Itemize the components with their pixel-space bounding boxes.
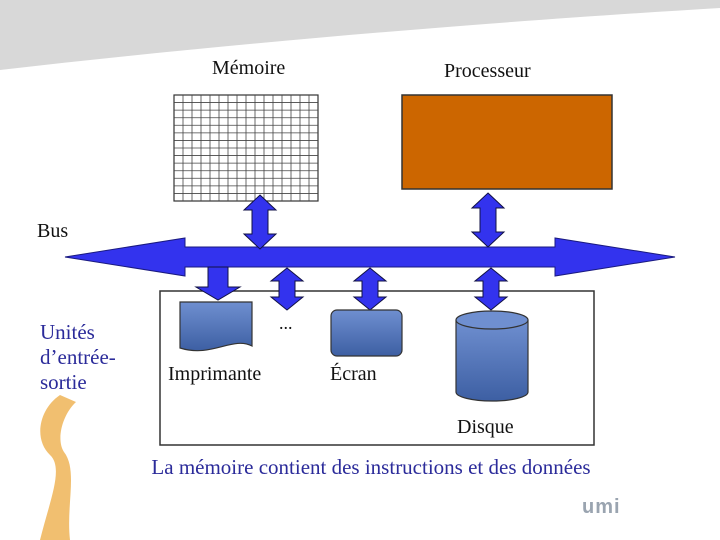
- university-logo: umi: [582, 496, 712, 534]
- memory-label: Mémoire: [212, 57, 286, 79]
- background-top-curve: [0, 0, 720, 70]
- memory-bus-arrow: [242, 194, 278, 250]
- background-gold-ribbon: [40, 395, 76, 540]
- screen-label: Écran: [330, 363, 377, 385]
- disk-label: Disque: [457, 416, 514, 438]
- processor-bus-arrow: [470, 192, 506, 248]
- printer-icon: [179, 301, 253, 352]
- bus-label: Bus: [37, 220, 69, 242]
- memory-grid: [173, 94, 319, 202]
- disk-bus-arrow: [473, 267, 509, 311]
- screen-bus-arrow: [352, 267, 388, 311]
- diagram-caption: La mémoire contient des instructions et …: [151, 455, 591, 479]
- screen-icon: [330, 309, 403, 357]
- processor-label: Processeur: [444, 60, 531, 82]
- extra-devices-label: ...: [279, 313, 293, 333]
- io-units-label: Unités d’entrée-sortie: [40, 320, 116, 395]
- printer-label: Imprimante: [168, 363, 262, 385]
- extra-device-bus-arrow: [269, 267, 305, 311]
- logo-mark: umi: [582, 496, 621, 518]
- disk-icon: [455, 310, 529, 402]
- processor-box: [401, 94, 613, 190]
- printer-bus-arrow: [194, 266, 242, 301]
